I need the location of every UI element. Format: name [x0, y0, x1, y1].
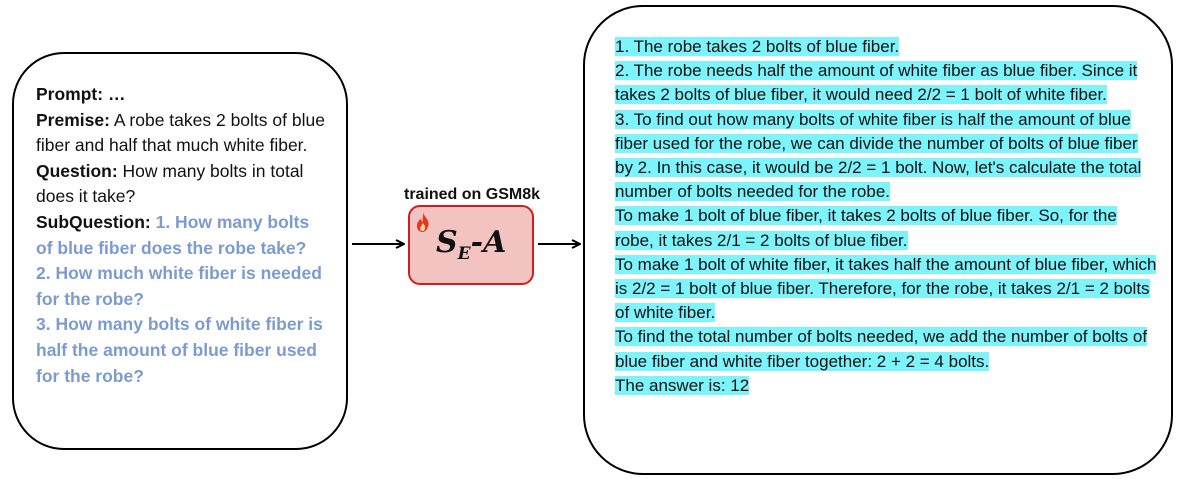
question-text: How many bolts in total does it take? [36, 160, 304, 207]
output-text-2: 2. The robe needs half the amount of whi… [615, 61, 1138, 105]
premise-text: A robe takes 2 bolts of blue fiber and h… [36, 109, 325, 156]
output-line-7: The answer is: 12 [615, 374, 1159, 398]
output-line-2: 2. The robe needs half the amount of whi… [615, 59, 1159, 107]
prompt-label: Prompt: … [36, 84, 126, 104]
output-box: 1. The robe takes 2 bolts of blue fiber.… [583, 5, 1173, 475]
trained-label: trained on GSM8k [403, 186, 541, 203]
subquestion-1: 1. How many bolts of blue fiber does the… [36, 211, 310, 258]
subquestion-block: SubQuestion: 1. How many bolts of blue f… [36, 210, 328, 261]
output-text-5: To make 1 bolt of white fiber, it takes … [615, 254, 1157, 323]
premise-line: Premise: A robe takes 2 bolts of blue fi… [36, 108, 328, 159]
subquestion-label: SubQuestion: [36, 211, 151, 232]
output-text-4: To make 1 bolt of blue fiber, it takes 2… [615, 206, 1117, 250]
output-line-6: To find the total number of bolts needed… [615, 325, 1159, 373]
premise-label: Premise: [36, 109, 110, 130]
output-line-1: 1. The robe takes 2 bolts of blue fiber. [615, 35, 1159, 59]
question-line: Question: How many bolts in total does i… [36, 159, 328, 210]
output-text-1: 1. The robe takes 2 bolts of blue fiber. [615, 37, 900, 56]
output-line-4: To make 1 bolt of blue fiber, it takes 2… [615, 204, 1159, 252]
output-text-6: To find the total number of bolts needed… [615, 327, 1148, 371]
subquestion-2: 2. How much white fiber is needed for th… [36, 263, 322, 309]
flame-icon [416, 212, 429, 232]
model-name-main: S [436, 225, 458, 260]
prompt-box: Prompt: … Premise: A robe takes 2 bolts … [12, 52, 348, 450]
subquestion-list: 2. How much white fiber is needed for th… [36, 261, 328, 389]
output-line-5: To make 1 bolt of white fiber, it takes … [615, 253, 1159, 326]
output-text-3: 3. To find out how many bolts of white f… [615, 109, 1142, 202]
subquestion-3: 3. How many bolts of white fiber is half… [36, 314, 323, 386]
model-name-sub: E [457, 244, 471, 264]
model-name-suffix: -A [470, 225, 507, 260]
model-name: SE-A [436, 225, 506, 272]
output-line-3: 3. To find out how many bolts of white f… [615, 108, 1159, 205]
question-label: Question: [36, 160, 118, 181]
output-text-7: The answer is: 12 [615, 375, 750, 395]
model-box: SE-A [408, 205, 534, 285]
